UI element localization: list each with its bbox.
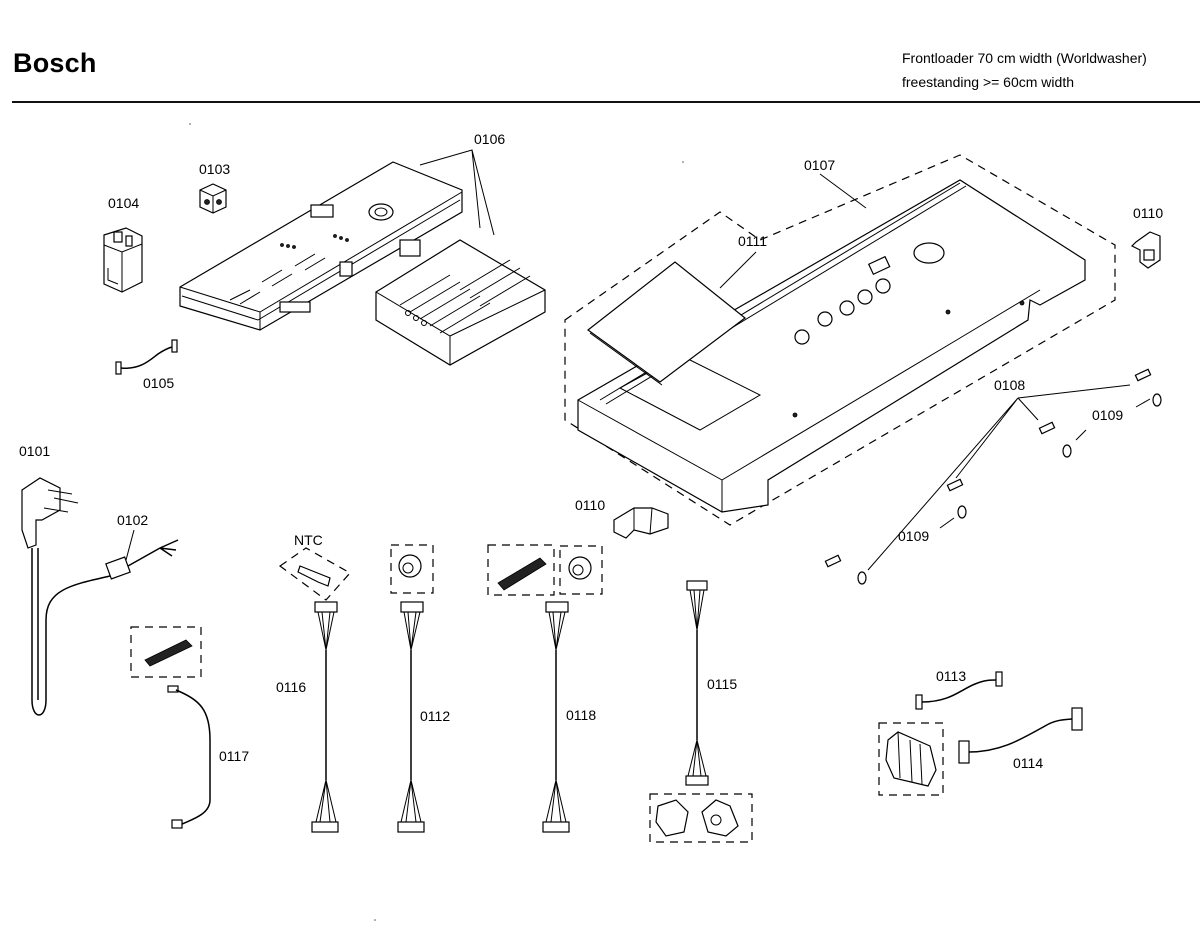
label-0116: 0116 <box>276 679 306 695</box>
speckle <box>374 919 376 921</box>
dashed-box-0118-sensor <box>487 544 555 596</box>
part-0109-washers[interactable] <box>857 393 1162 585</box>
part-0112-harness[interactable] <box>397 601 425 833</box>
label-0117: 0117 <box>219 748 249 764</box>
part-0114-cable[interactable] <box>958 707 1083 764</box>
leader-0107 <box>819 173 867 209</box>
label-0110-bottom: 0110 <box>575 497 605 513</box>
label-0104: 0104 <box>108 195 139 211</box>
part-0115-valves[interactable] <box>655 799 739 837</box>
label-0115: 0115 <box>707 676 737 692</box>
dashed-box-0117-sensor <box>130 626 202 678</box>
label-0110-top: 0110 <box>1133 205 1163 221</box>
part-0104-relay[interactable] <box>103 227 143 293</box>
model-subdescription: freestanding >= 60cm width <box>902 74 1074 90</box>
part-0118-harness[interactable] <box>542 601 570 833</box>
part-0118-heater-sensor[interactable] <box>497 557 547 591</box>
speckle <box>189 123 191 125</box>
header-divider <box>12 101 1200 103</box>
dashed-outline-0107 <box>564 154 1116 526</box>
brand-title: Bosch <box>13 48 97 78</box>
label-0113: 0113 <box>936 668 966 684</box>
label-0107: 0107 <box>804 157 835 173</box>
dashed-box-0118-switch <box>559 545 603 595</box>
label-0101: 0101 <box>19 443 50 459</box>
part-0117-sensor[interactable] <box>144 639 193 667</box>
part-0106-module-cover[interactable] <box>375 239 546 366</box>
label-0108: 0108 <box>994 377 1025 393</box>
part-ntc-sensor[interactable] <box>297 565 331 587</box>
part-0111-panel-insert[interactable] <box>587 261 746 386</box>
part-0101-power-plug[interactable] <box>21 477 131 716</box>
part-0110-clip-bottom[interactable] <box>613 507 669 539</box>
part-0102-grommet[interactable] <box>105 539 179 580</box>
dashed-box-ntc <box>278 547 351 601</box>
part-0115-harness[interactable] <box>685 580 709 786</box>
part-0114-mains-switch[interactable] <box>885 731 937 787</box>
part-0103-cube[interactable] <box>199 183 227 214</box>
label-0103: 0103 <box>199 161 230 177</box>
part-0112-pressure-switch[interactable] <box>398 554 422 578</box>
leader-0106 <box>419 149 495 236</box>
dashed-box-0115-valves <box>649 793 753 843</box>
leader-0102 <box>125 529 135 561</box>
label-0114: 0114 <box>1013 755 1043 771</box>
label-0106: 0106 <box>474 131 505 147</box>
dashed-box-0114-switch <box>878 722 944 796</box>
label-0109-left: 0109 <box>898 528 929 544</box>
leader-0111 <box>719 251 757 289</box>
part-0105-cable[interactable] <box>115 339 178 375</box>
label-0111: 0111 <box>738 233 767 249</box>
part-0106-electronic-module[interactable] <box>179 161 463 331</box>
part-0116-harness[interactable] <box>311 601 339 833</box>
part-0108-screws[interactable] <box>824 368 1152 571</box>
part-0117-harness[interactable] <box>167 685 211 829</box>
dashed-box-0112-switch <box>390 544 434 594</box>
label-ntc: NTC <box>294 532 323 548</box>
label-0102: 0102 <box>117 512 148 528</box>
label-0112: 0112 <box>420 708 450 724</box>
part-0110-clip-top[interactable] <box>1130 231 1161 269</box>
label-0105: 0105 <box>143 375 174 391</box>
label-0118: 0118 <box>566 707 596 723</box>
part-0113-cable[interactable] <box>915 671 1003 710</box>
speckle <box>682 161 684 163</box>
label-0109-right: 0109 <box>1092 407 1123 423</box>
model-description: Frontloader 70 cm width (Worldwasher) <box>902 50 1147 66</box>
part-0118-pressure-switch[interactable] <box>568 556 592 580</box>
